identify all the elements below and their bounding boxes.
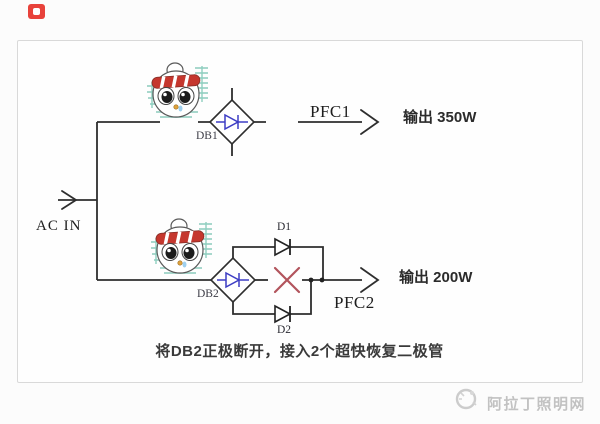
mascot-chick-top xyxy=(146,62,209,118)
mascot-chick-bottom xyxy=(150,218,213,274)
ac-in-arrow-icon xyxy=(61,190,78,210)
junction-dot xyxy=(308,277,314,283)
pfc2-label: PFC2 xyxy=(334,293,375,312)
db2-label: DB2 xyxy=(197,288,219,300)
junction-dot xyxy=(319,277,325,283)
break-cross-icon xyxy=(273,266,301,294)
caption-text: 将DB2正极断开，接入2个超快恢复二极管 xyxy=(155,343,444,360)
red-app-badge-icon xyxy=(28,4,45,19)
watermark: 阿拉丁照明网 xyxy=(452,384,597,416)
output-350w-label: 输出 350W xyxy=(403,109,477,126)
diagram-panel xyxy=(17,40,583,383)
watermark-site-name: 阿拉丁照明网 xyxy=(487,396,587,413)
pfc1-label: PFC1 xyxy=(310,102,351,121)
output-200w-label: 输出 200W xyxy=(399,269,473,286)
d1-diode-symbol xyxy=(274,238,291,256)
d2-label: D2 xyxy=(277,324,292,336)
d2-diode-symbol xyxy=(274,305,291,323)
pfc1-output-arrow-icon xyxy=(360,109,380,135)
ac-in-label: AC IN xyxy=(36,218,82,234)
badge-glyph xyxy=(33,8,40,15)
d1-label: D1 xyxy=(277,221,292,233)
aladdin-logo-icon xyxy=(455,388,477,410)
pfc2-output-arrow-icon xyxy=(360,267,380,293)
db1-label: DB1 xyxy=(196,130,218,142)
